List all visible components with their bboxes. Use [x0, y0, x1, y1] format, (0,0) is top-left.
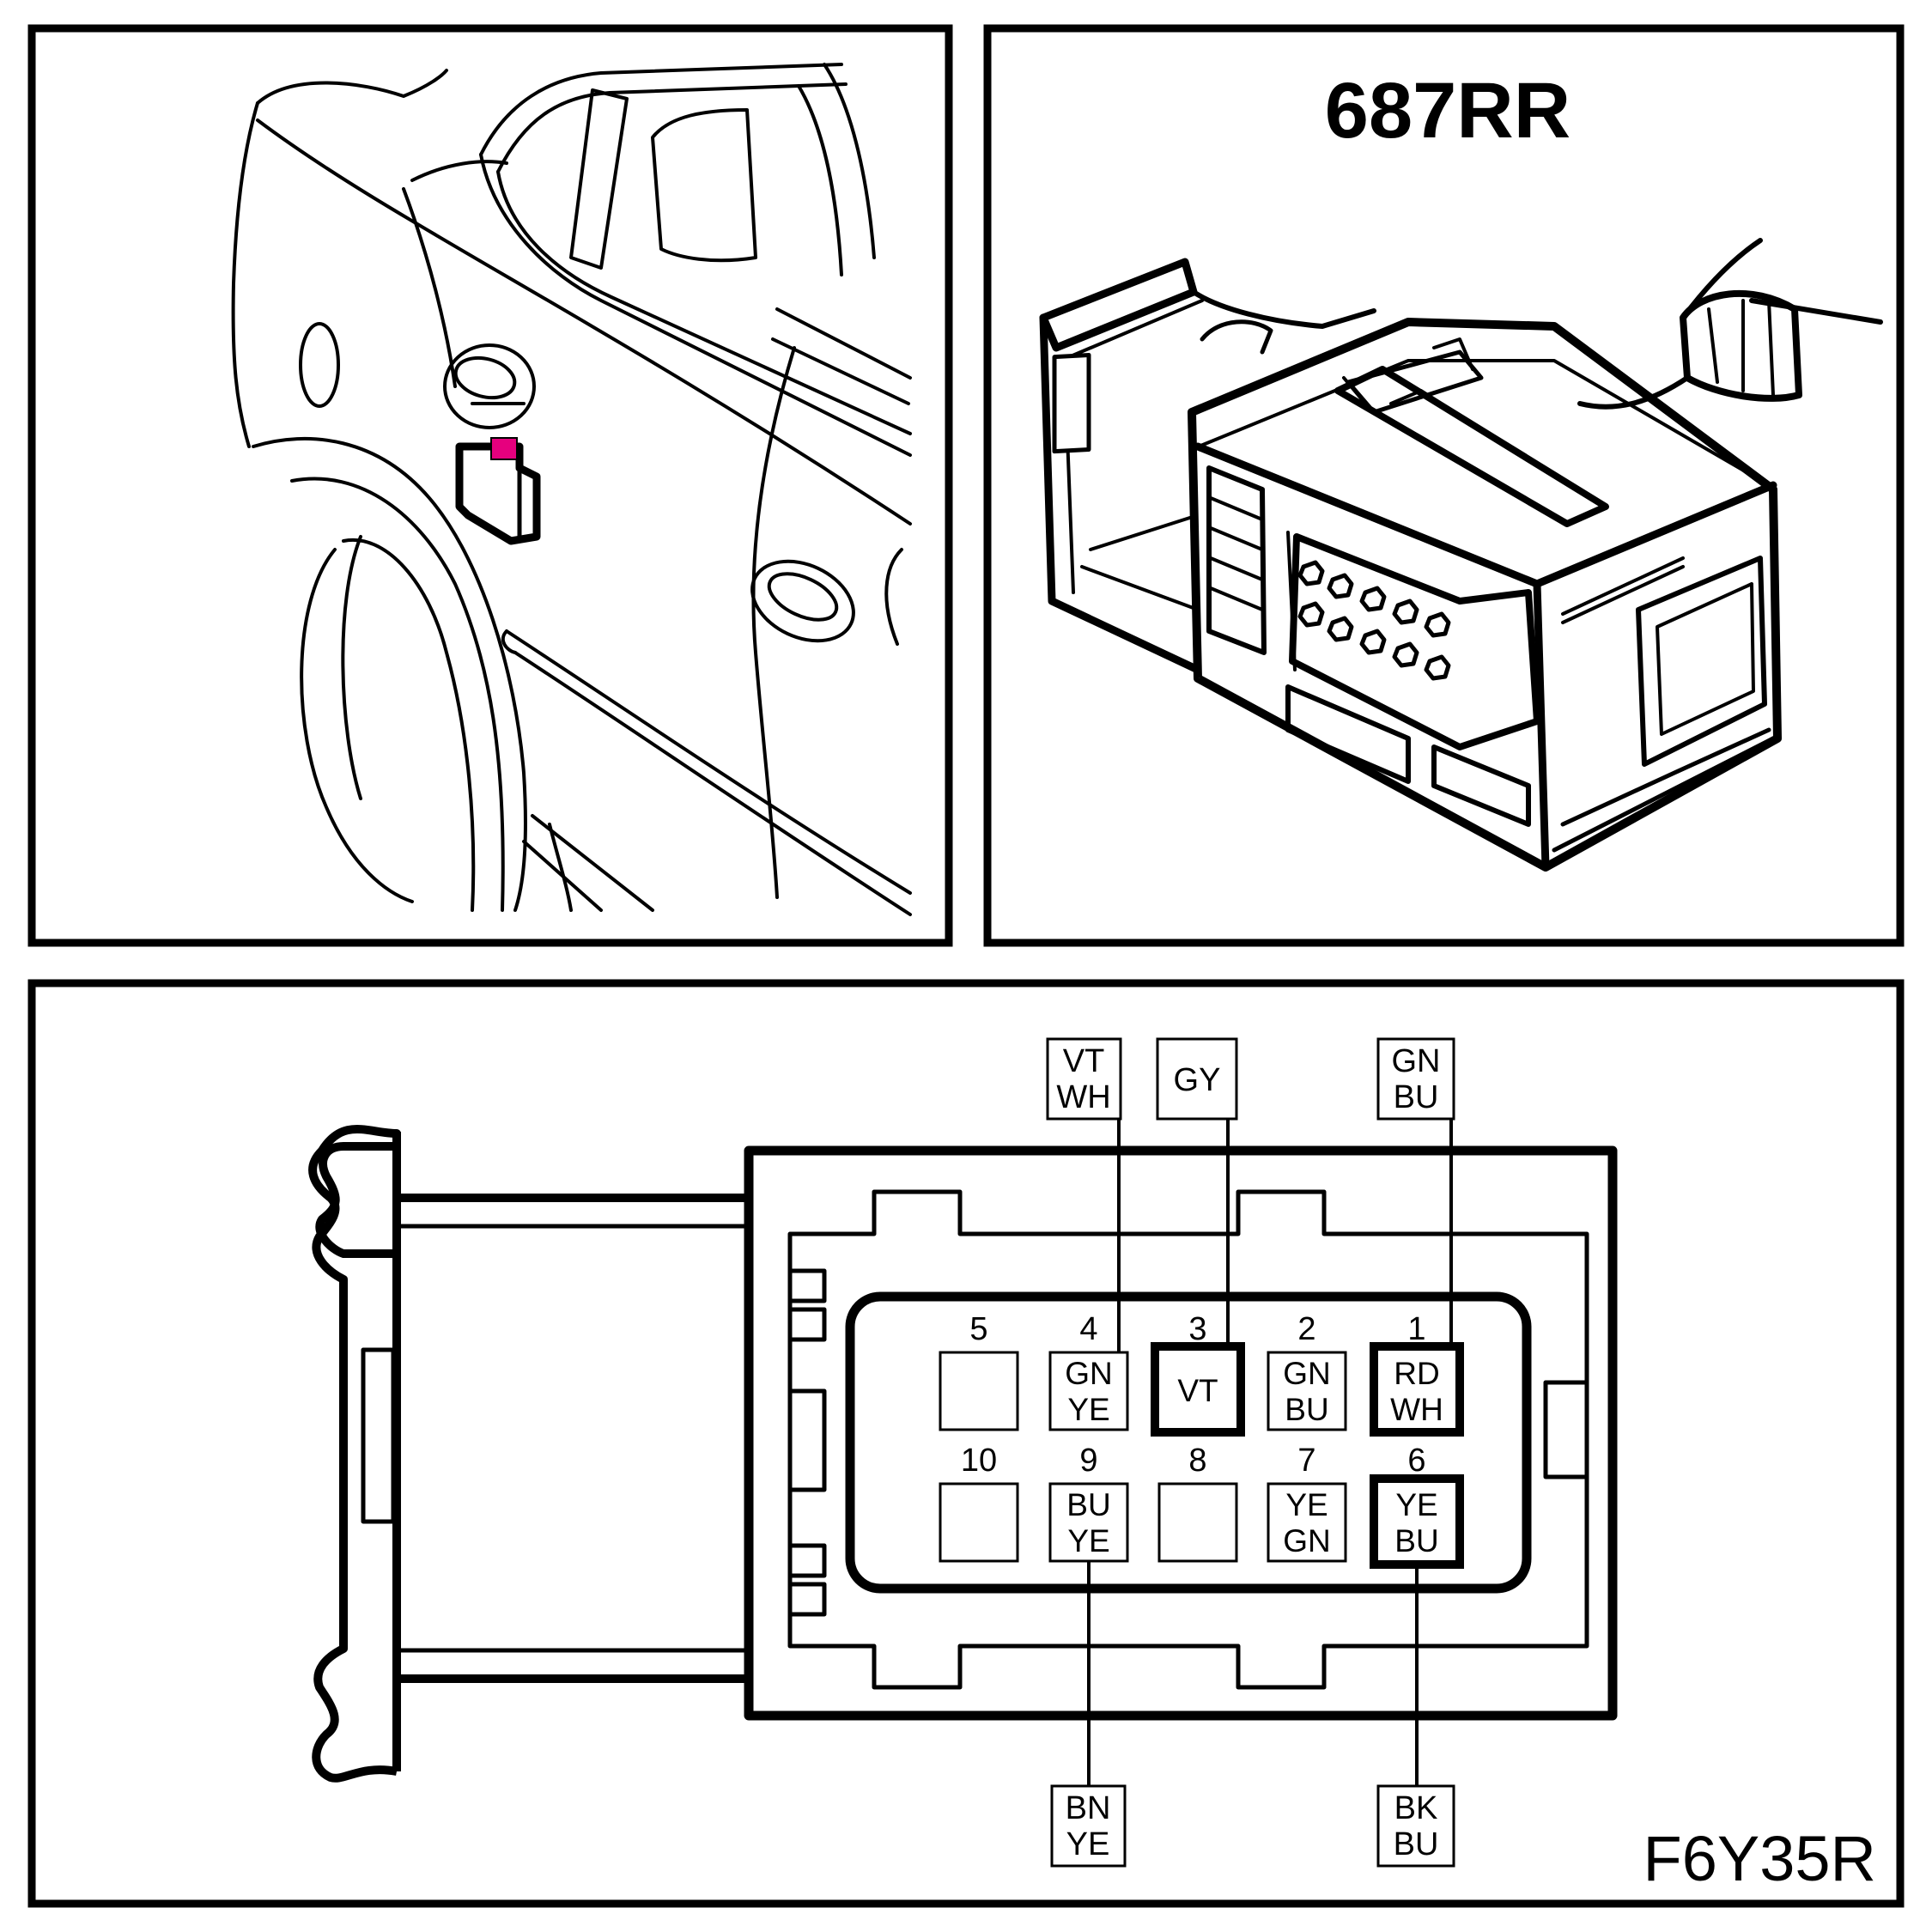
wire-tag-pin-3: GY [1156, 1037, 1238, 1121]
panel-pinout [27, 979, 1905, 1908]
pin-color-line-2: WH [1390, 1392, 1443, 1427]
wire-tag-pin-4: VT WH [1046, 1037, 1122, 1121]
pin-color-line-1: BU [1066, 1487, 1110, 1522]
vehicle-rear-quarter-drawing [231, 63, 912, 916]
pin-number: 7 [1297, 1443, 1315, 1479]
wire-tag-line-2: BU [1394, 1079, 1439, 1115]
pin-number: 5 [969, 1311, 987, 1347]
wire-tag-line-1: BN [1066, 1790, 1111, 1826]
pin-color-line-2: YE [1067, 1523, 1109, 1558]
pin-10: 10 [939, 1443, 1019, 1563]
wire-tag-line-2: BU [1394, 1826, 1439, 1862]
figure-reference: F6Y35R [1643, 1823, 1876, 1894]
pin-color-line-1: RD [1394, 1356, 1439, 1391]
pin-6: 6 YE BU [1370, 1443, 1464, 1569]
pin-cavity [1048, 1482, 1129, 1563]
pin-4: 4 GN YE [1048, 1311, 1129, 1431]
pin-number: 3 [1188, 1311, 1206, 1347]
pin-color-line-2: YE [1067, 1392, 1109, 1427]
wire-lines [1087, 1119, 1453, 1786]
pin-color-line-2: BU [1285, 1392, 1328, 1427]
pin-number: 9 [1079, 1443, 1097, 1479]
pin-cavity [939, 1351, 1019, 1431]
pin-color-line-2: GN [1283, 1523, 1331, 1558]
panel-connector-view [983, 24, 1905, 947]
pin-5: 5 [939, 1311, 1019, 1431]
pin-cavity [1048, 1351, 1129, 1431]
pin-9: 9 BU YE [1048, 1443, 1129, 1563]
pin-number: 8 [1188, 1443, 1206, 1479]
pin-cavity [1267, 1351, 1347, 1431]
wire-tag-line-2: WH [1056, 1079, 1110, 1115]
pin-cavity [1370, 1342, 1464, 1437]
pin-grid: 5 4 GN YE 3 VT 2 GN BU 1 RD WH 10 [939, 1311, 1464, 1569]
pin-8: 8 [1157, 1443, 1238, 1563]
wire-tag-line-1: BK [1394, 1790, 1438, 1826]
wire-tag-line-1: GN [1392, 1043, 1441, 1079]
pin-cavity [939, 1482, 1019, 1563]
pin-3: 3 VT [1151, 1311, 1245, 1437]
pin-2: 2 GN BU [1267, 1311, 1347, 1431]
wire-tag-pin-9: BN YE [1050, 1784, 1127, 1868]
pin-color-line-1: GN [1283, 1356, 1331, 1391]
pin-cavity [1267, 1482, 1347, 1563]
pin-color-line-1: YE [1395, 1487, 1437, 1522]
connector-id-title: 687RR [1325, 67, 1571, 155]
pin-1: 1 RD WH [1370, 1311, 1464, 1437]
connector-3d-drawing [1039, 238, 1883, 872]
wire-tag-pin-6: BK BU [1376, 1784, 1455, 1868]
pin-color-line-1: GN [1065, 1356, 1113, 1391]
pin-number: 2 [1297, 1311, 1315, 1347]
pin-number: 4 [1079, 1311, 1097, 1347]
wire-tag-pin-1: GN BU [1376, 1037, 1455, 1121]
pin-number: 10 [961, 1443, 997, 1479]
pinout-connector-outline [308, 1125, 1618, 1783]
pin-cavity [1157, 1482, 1238, 1563]
connector-highlight-mark [490, 437, 518, 460]
pin-7: 7 YE GN [1267, 1443, 1347, 1563]
connector-location-marker [455, 437, 541, 545]
panel-vehicle-location [27, 24, 953, 947]
wire-tag-line-1: GY [1174, 1062, 1221, 1098]
pin-color-line-1: YE [1285, 1487, 1327, 1522]
pin-color-line-2: BU [1394, 1523, 1438, 1558]
pin-cavity [1151, 1342, 1245, 1437]
pin-color-line-1: VT [1177, 1373, 1218, 1408]
wire-tags: VT WH GY GN BU BN YE BK BU [1046, 1037, 1455, 1868]
pin-number: 6 [1407, 1443, 1425, 1479]
pin-number: 1 [1407, 1311, 1425, 1347]
wire-tag-line-2: YE [1066, 1826, 1110, 1862]
pin-cavity [1370, 1474, 1464, 1569]
wire-tag-line-1: VT [1063, 1043, 1105, 1079]
